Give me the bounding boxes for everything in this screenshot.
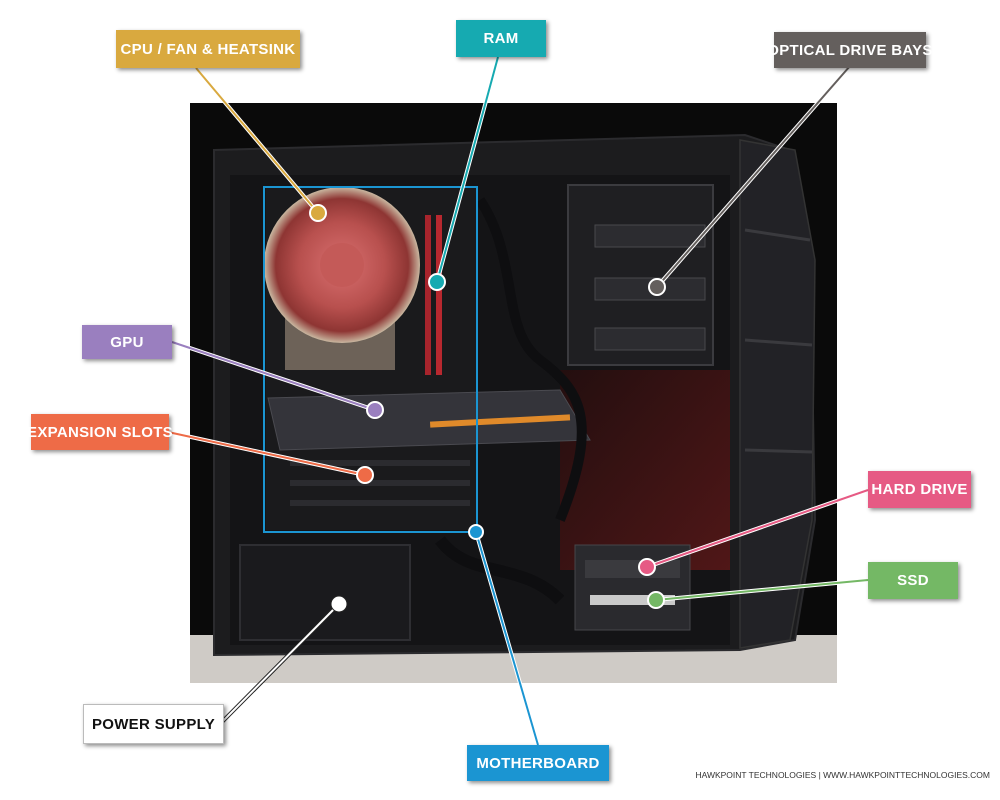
motherboard-dot: [468, 524, 484, 540]
label-ram: RAM: [456, 20, 546, 57]
cpu-fan-hub: [320, 243, 364, 287]
label-expansion-slots: EXPANSION SLOTS: [27, 414, 173, 450]
ram-dot: [428, 273, 446, 291]
ssd-tray: [590, 595, 675, 605]
cable-bundle: [435, 536, 565, 605]
optical-dot: [648, 278, 666, 296]
label-hard-drive: HARD DRIVE: [868, 471, 971, 508]
ram-leader: [436, 56, 499, 283]
label-cpu-fan-heatsink: CPU / FAN & HEATSINK: [116, 30, 300, 68]
pc-case-photo: [190, 103, 837, 683]
power-supply-dot: [330, 595, 348, 613]
hard-drive-dot: [638, 558, 656, 576]
cpu-leader: [195, 67, 319, 214]
power-supply-leader: [221, 603, 340, 723]
label-motherboard: MOTHERBOARD: [467, 745, 609, 781]
case-front-panel: [739, 139, 816, 649]
optical-leader: [656, 65, 851, 288]
ram-stick: [425, 215, 431, 375]
front-panel-ridge: [744, 228, 811, 242]
label-power-supply: POWER SUPPLY: [83, 704, 224, 744]
ram-stick: [436, 215, 442, 375]
motherboard-leader: [475, 531, 539, 746]
footer-credit: HAWKPOINT TECHNOLOGIES | WWW.HAWKPOINTTE…: [695, 770, 990, 780]
expansion-slot: [290, 480, 470, 486]
hard-drive-leader: [646, 489, 869, 568]
gpu-dot: [366, 401, 384, 419]
front-panel-ridge: [744, 448, 813, 454]
ssd-dot: [647, 591, 665, 609]
psu-box: [239, 544, 411, 641]
cpu-dot: [309, 204, 327, 222]
label-optical-drive-bays: OPTICAL DRIVE BAYS: [767, 32, 932, 68]
leader-lines: [167, 56, 869, 746]
ssd-leader: [655, 579, 869, 601]
gpu-accent: [429, 414, 571, 428]
motherboard-outline: [263, 186, 478, 533]
label-ssd: SSD: [868, 562, 958, 599]
red-glow: [560, 370, 730, 570]
drive-bay-slot: [594, 327, 706, 351]
label-gpu: GPU: [82, 325, 172, 359]
drive-bay-slot: [594, 224, 706, 248]
cable-bundle: [475, 197, 587, 522]
expansion-slot: [290, 460, 470, 466]
front-panel-ridge: [744, 338, 813, 347]
gpu-leader: [171, 341, 376, 411]
expansion-leader: [167, 431, 366, 476]
hdd-tray: [585, 560, 680, 578]
expansion-slot: [290, 500, 470, 506]
gpu-card: [267, 389, 591, 451]
expansion-dot: [356, 466, 374, 484]
